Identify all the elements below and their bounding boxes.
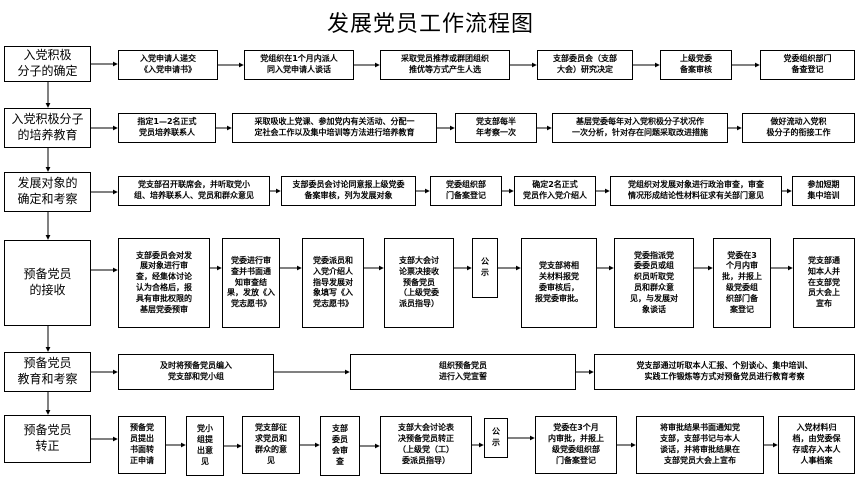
step-2-5: 做好流动入党积 极分子的衔接工作 xyxy=(742,113,855,143)
step-1-6: 党委组织部门 备查登记 xyxy=(760,50,855,80)
step-4-9: 党支部通 知本人并 在支部党 员大会上 宣布 xyxy=(793,238,855,328)
step-2-2: 采取吸收上党课、参加党内有关活动、分配一 定社会工作以及集中培训等方法进行培养教… xyxy=(232,113,437,143)
step-6-9: 入党材料归 档，由党委保 存或存入本人 人事档案 xyxy=(778,416,855,474)
step-3-5: 党组织对发展对象进行政治审查，审查 情况形成结论性材料征求有关部门意见 xyxy=(610,176,782,206)
step-4-3: 党委派员和 入党介绍人 指导发展对 象填写《入 党志愿书》 xyxy=(302,238,364,328)
step-4-6: 党支部将相 关材料报党 委审核后， 报党委审批。 xyxy=(521,238,597,328)
step-6-3: 党支部征 求党员和 群众的意 见 xyxy=(242,416,300,474)
step-4-4: 支部大会讨 论票决接收 预备党员 （上级党委 派员指导） xyxy=(384,238,454,328)
step-5-2: 组织预备党员 进行入党宣誓 xyxy=(350,354,576,390)
step-6-6-publicity: 公 示 xyxy=(484,418,508,458)
step-1-3: 采取党员推荐或群团组织 推优等方式产生人选 xyxy=(380,50,510,80)
step-2-3: 党支部每半 年考察一次 xyxy=(455,113,537,143)
step-6-8: 将审批结果书面通知党 支部，支部书记与本人 谈话，并将审批结果在 支部党员大会上… xyxy=(636,416,764,474)
stage-3-label: 发展对象的 确定和考察 xyxy=(4,172,91,212)
step-1-5: 上级党委 备案审核 xyxy=(660,50,732,80)
step-6-7: 党委在3个月 内审批，并报上 级党委组织部 门备案登记 xyxy=(535,416,617,474)
step-5-3: 党支部通过听取本人汇报、个别谈心、集中培训、 实践工作锻炼等方式对预备党员进行教… xyxy=(594,354,855,390)
step-2-1: 指定1—2名正式 党员培养联系人 xyxy=(118,113,216,143)
step-6-1: 预备党 员提出 书面转 正申请 xyxy=(118,416,166,474)
step-2-4: 基层党委每年对入党积极分子状况作 一次分析，针对存在问题采取改进措施 xyxy=(552,113,728,143)
step-1-1: 入党申请人递交 《入党申请书》 xyxy=(118,50,218,80)
step-6-5: 支部大会讨论表 决预备党员转正 （上级党（工） 委派员指导） xyxy=(380,416,472,474)
step-4-8: 党委在3 个月内审 批，并报上 级党委组 织部门备 案登记 xyxy=(713,238,771,328)
step-3-4: 确定2名正式 党员作入党介绍人 xyxy=(514,176,596,206)
step-6-2: 党小 组提 出意 见 xyxy=(186,416,224,476)
step-1-2: 党组织在1个月内派人 同入党申请人谈话 xyxy=(244,50,354,80)
step-4-1: 支部委员会对发 展对象进行审 查，经集体讨论 认为合格后，报 具有审批权限的 基… xyxy=(118,238,210,328)
step-3-2: 支部委员会讨论同意报上级党委 备案审核，列为发展对象 xyxy=(281,176,416,206)
stage-6-label: 预备党员 转正 xyxy=(4,415,91,463)
step-3-3: 党委组织部 门备案登记 xyxy=(430,176,502,206)
step-1-4: 支部委员会（支部 大会）研究决定 xyxy=(537,50,633,80)
stage-2-label: 入党积极分子 的培养教育 xyxy=(4,108,91,148)
stage-5-label: 预备党员 教育和考察 xyxy=(4,352,91,392)
step-3-1: 党支部召开联席会，并听取党小 组、培养联系人、党员和群众意见 xyxy=(118,176,270,206)
step-5-1: 及时将预备党员编入 党支部和党小组 xyxy=(118,354,274,390)
step-4-5-publicity: 公 示 xyxy=(472,238,498,298)
stage-1-label: 入党积极 分子的确定 xyxy=(4,46,91,82)
stage-4-label: 预备党员 的接收 xyxy=(4,240,91,326)
page-title: 发展党员工作流程图 xyxy=(326,12,534,37)
step-3-6: 参加短期 集中培训 xyxy=(792,176,855,206)
step-4-2: 党委进行审 查并书面通 知审查结 果，发放《入 党志愿书》 xyxy=(222,238,280,328)
step-4-7: 党委指派党 委委员或组 织员听取党 员和群众意 见，与发展对 象谈话 xyxy=(614,238,694,328)
step-6-4: 支部 委员 会审 查 xyxy=(320,416,360,476)
